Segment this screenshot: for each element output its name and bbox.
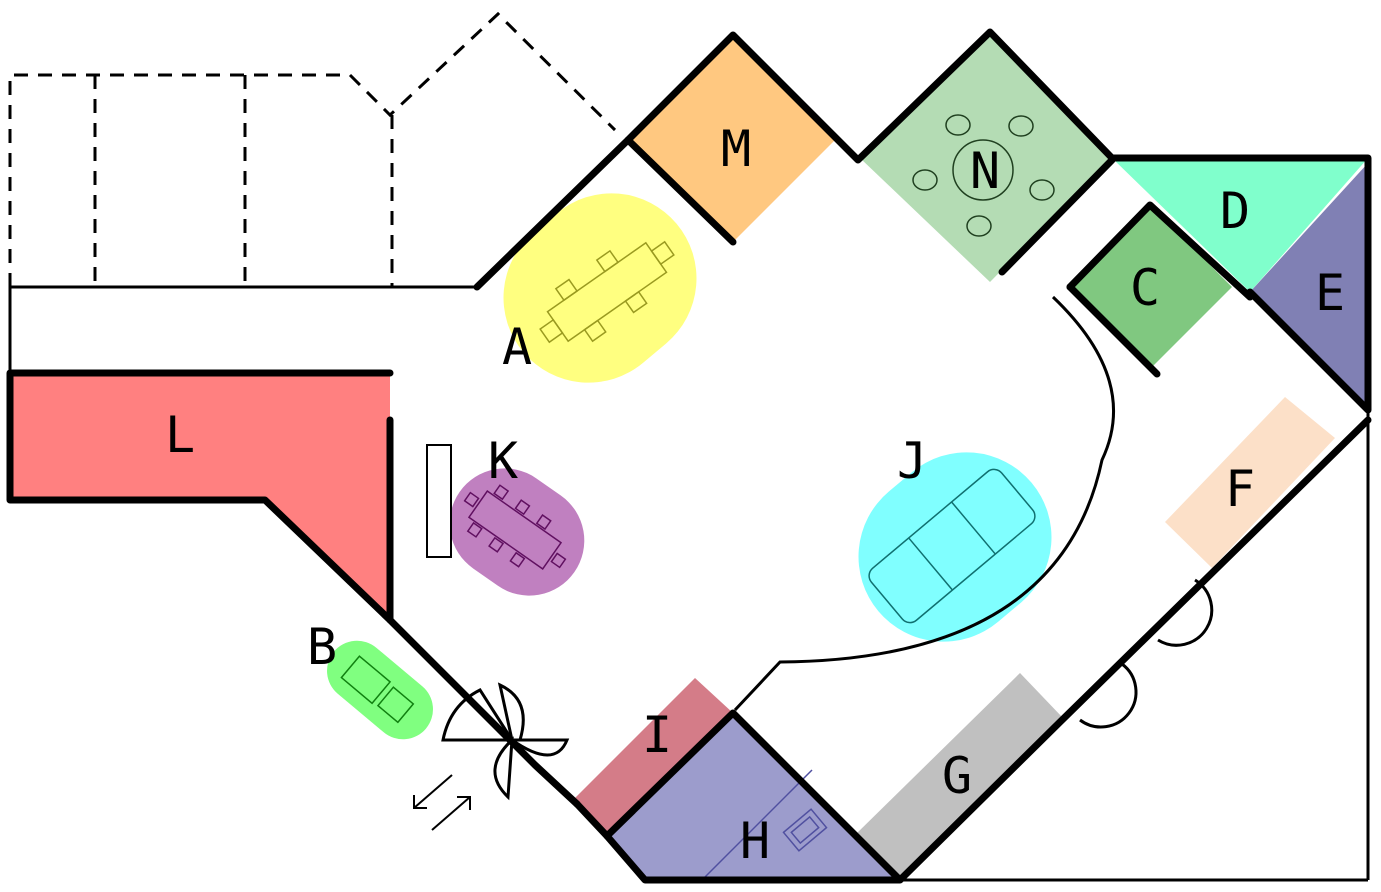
room-h-area[interactable] [607,713,900,880]
room-label-k: K [488,432,518,490]
round-table-n [912,114,1055,237]
room-e-area[interactable] [1250,163,1368,410]
room-g-area[interactable] [855,673,1063,880]
room-b-area[interactable] [315,628,445,751]
room-k-area[interactable] [428,447,606,617]
room-j-area[interactable] [824,418,1086,677]
room-label-b: B [307,618,337,676]
room-label-l: L [165,406,195,464]
device-h [782,808,828,852]
room-d-area[interactable] [1112,158,1368,292]
room-label-f: F [1225,460,1255,518]
room-a-area[interactable] [469,159,731,418]
room-label-i: I [642,706,672,764]
sofa-j [868,468,1036,624]
room-labels: A B C D E F G H I J K L M N [165,120,1345,870]
room-label-h: H [740,812,770,870]
exterior-dashed-outline [8,11,617,287]
conference-table-k [463,484,567,570]
conference-table-a [539,240,675,344]
room-f-area[interactable] [1165,397,1335,568]
whiteboard [426,444,452,558]
room-label-c: C [1130,259,1160,317]
room-label-n: N [970,142,1000,200]
room-label-e: E [1315,264,1345,322]
partition-h [701,769,813,881]
room-label-a: A [502,318,532,376]
desk-b [340,655,415,724]
double-arrow-icon [413,774,471,831]
room-label-j: J [897,432,927,490]
room-label-d: D [1220,182,1250,240]
room-i-area[interactable] [573,678,733,836]
walls [6,28,1372,884]
furniture [340,114,1055,881]
room-label-m: M [721,120,751,178]
room-label-g: G [942,747,972,805]
